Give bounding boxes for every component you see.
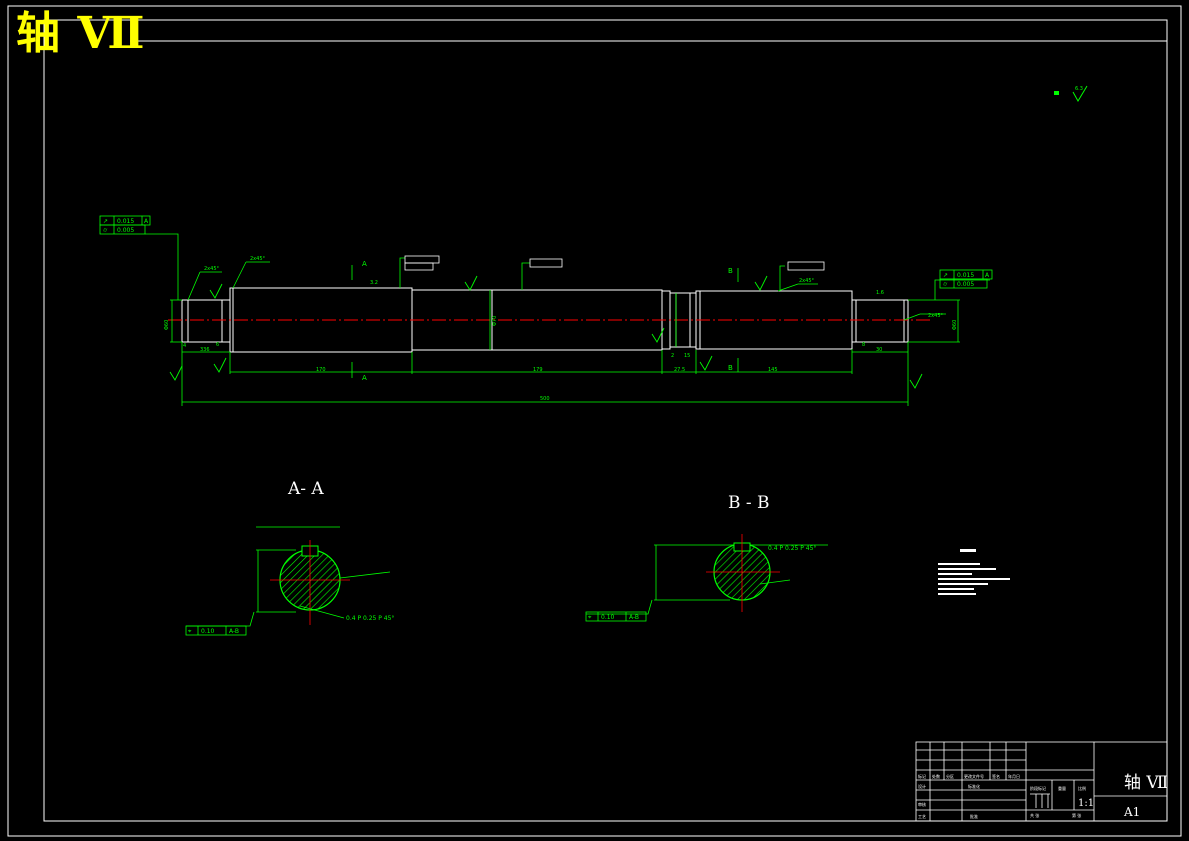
svg-text:A-B: A-B — [229, 628, 239, 635]
dim-len-4: 27.5 — [674, 367, 685, 373]
dim-len-5: 145 — [768, 367, 778, 373]
general-roughness: 6.3 — [1054, 85, 1088, 102]
svg-text:0.015: 0.015 — [957, 272, 974, 279]
svg-text:0.4 P 0.25 P 45°: 0.4 P 0.25 P 45° — [346, 615, 394, 622]
section-b: ⌖ 0.10 A-B 0.4 P 0.25 P 45° — [585, 534, 828, 622]
fcf-right — [939, 269, 993, 289]
dim-small-2: 6 — [216, 342, 219, 348]
dim-small-4: 15 — [684, 353, 690, 359]
svg-text:批准: 批准 — [970, 813, 978, 819]
rough-1: 3.2 — [370, 280, 378, 286]
chamfer-3: 2x45° — [799, 278, 815, 284]
svg-text:↗: ↗ — [943, 272, 948, 279]
svg-text:↗: ↗ — [103, 218, 108, 225]
svg-text:标准化: 标准化 — [968, 783, 980, 789]
svg-text:第 张: 第 张 — [1072, 812, 1081, 818]
dim-small-1: 4 — [183, 343, 186, 349]
fcf-left — [99, 215, 151, 235]
svg-text:比例: 比例 — [1078, 785, 1086, 791]
dim-small-5: 8 — [862, 342, 865, 348]
svg-text:工艺: 工艺 — [918, 814, 926, 819]
technical-requirements — [938, 549, 1010, 595]
section-b-title: B - B — [728, 493, 770, 513]
outer-border — [7, 5, 1182, 837]
dim-len-1: 336 — [200, 347, 210, 353]
title-block-part-name: 轴 Ⅶ — [1124, 773, 1168, 793]
svg-text:⌭: ⌭ — [103, 227, 108, 234]
dim-total: 500 — [540, 396, 550, 402]
svg-text:6.3: 6.3 — [1075, 86, 1083, 92]
svg-text:设计: 设计 — [918, 783, 926, 789]
section-a-mark-top: A — [362, 260, 367, 268]
svg-text:0.005: 0.005 — [117, 227, 134, 234]
title-block-sheet-size: A1 — [1123, 805, 1140, 819]
svg-text:共 张: 共 张 — [1030, 812, 1039, 818]
dim-len-3: 179 — [533, 367, 543, 373]
svg-text:0.4 P 0.25 P 45°: 0.4 P 0.25 P 45° — [768, 545, 816, 552]
chamfer-1: 2x45° — [204, 266, 220, 272]
svg-text:分区: 分区 — [946, 773, 954, 779]
dim-len-6: 30 — [876, 347, 882, 353]
fcf-right-text: ↗ 0.015 A ⌭ 0.005 — [943, 272, 990, 288]
svg-text:0.10: 0.10 — [201, 628, 215, 635]
chamfer-2: 2x45° — [250, 256, 266, 262]
svg-text:A: A — [985, 272, 990, 279]
svg-text:0.10: 0.10 — [601, 614, 615, 621]
title-block-text: 标记 处数 分区 更改文件号 签名 年月日 设计 标准化 审核 工艺 批准 阶段… — [918, 773, 1086, 819]
dim-small-3: 2 — [671, 353, 674, 359]
svg-text:A: A — [144, 218, 149, 225]
section-b-mark-bottom: B — [728, 364, 733, 372]
section-a: ⌖ 0.10 A-B 0.4 P 0.25 P 45° — [185, 526, 394, 636]
svg-text:标记: 标记 — [918, 773, 926, 779]
svg-text:处数: 处数 — [932, 773, 940, 779]
svg-text:签名: 签名 — [992, 773, 1000, 779]
dim-dia-right: Φ60 — [952, 320, 958, 330]
svg-text:0.005: 0.005 — [957, 281, 974, 288]
svg-text:⌭: ⌭ — [943, 281, 948, 288]
svg-text:重量: 重量 — [1058, 785, 1066, 791]
dim-dia-left: Φ60 — [164, 320, 170, 330]
svg-text:⌖: ⌖ — [588, 614, 592, 621]
fcf-center — [404, 255, 825, 271]
title-block-scale: 1:1 — [1078, 798, 1094, 809]
svg-text:年月日: 年月日 — [1008, 773, 1020, 779]
drawing-title: 轴 Ⅶ — [16, 8, 146, 59]
dim-len-2: 170 — [316, 367, 326, 373]
svg-text:A-B: A-B — [629, 614, 639, 621]
roughness-symbols — [169, 275, 923, 389]
title-block — [915, 741, 1168, 822]
svg-text:阶段标记: 阶段标记 — [1030, 785, 1046, 791]
dimension-lines — [145, 233, 990, 406]
dim-dia-mid: Φ70 — [492, 316, 498, 326]
svg-text:0.015: 0.015 — [117, 218, 134, 225]
dimension-texts: 336 170 179 27.5 145 30 500 4 6 2 15 8 Φ… — [164, 256, 958, 402]
chamfer-4: 2x45° — [928, 313, 944, 319]
svg-text:更改文件号: 更改文件号 — [964, 773, 984, 779]
section-b-mark-top: B — [728, 267, 733, 275]
inner-border — [43, 19, 1168, 822]
svg-text:⌖: ⌖ — [188, 628, 192, 635]
rough-2: 1.6 — [876, 290, 884, 296]
section-a-mark-bottom: A — [362, 374, 367, 382]
section-a-title: A- A — [287, 479, 324, 499]
svg-text:审核: 审核 — [918, 801, 926, 807]
fcf-left-text: ↗ 0.015 A ⌭ 0.005 — [103, 218, 149, 234]
